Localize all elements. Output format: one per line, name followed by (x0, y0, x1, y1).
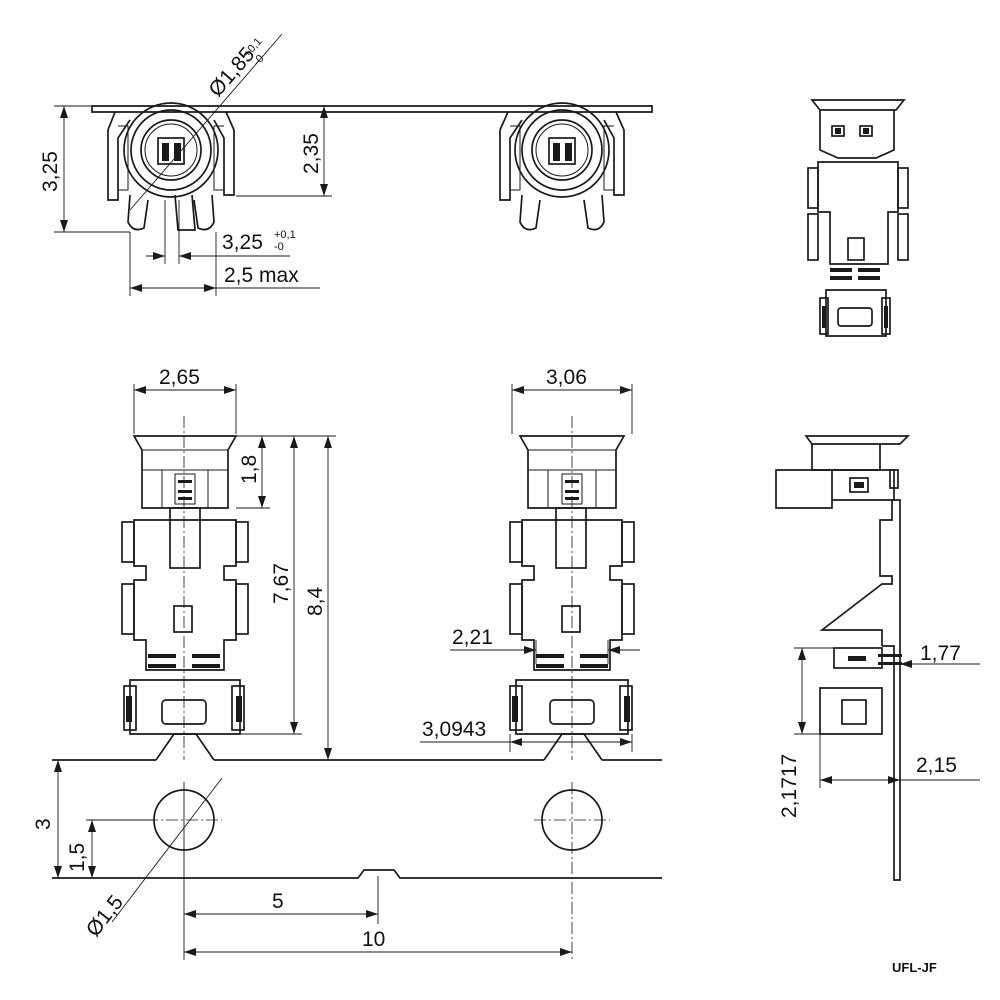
dim-pin-pitch-tol-plus: +0,1 (274, 229, 296, 241)
carrier-tape (52, 759, 662, 960)
front-view-left (121, 416, 249, 761)
dim-height-235: 2,35 (300, 133, 323, 174)
front-view-right (509, 416, 635, 761)
side-dimensions: 1,77 2,15 2,1717 (778, 642, 980, 818)
dim-side-215: 2,15 (916, 754, 957, 777)
dim-h-84: 8,4 (304, 586, 327, 616)
dim-h-767: 7,67 (270, 563, 293, 604)
right-side-view (775, 435, 911, 881)
dim-pitch-5: 5 (272, 890, 284, 913)
dim-side-21717: 2,1717 (778, 754, 801, 818)
dim-side-177: 1,77 (920, 642, 961, 665)
right-top-view (807, 99, 909, 337)
top-view-connector-right (499, 102, 625, 231)
dim-height-325: 3,25 (39, 151, 62, 192)
dim-width-max: 2,5 max (224, 264, 299, 287)
dim-width-306: 3,06 (546, 366, 587, 389)
dim-pin-pitch-tol-minus: -0 (274, 241, 284, 253)
dim-top-dia: Ø1,85 +0,1 -0 (204, 36, 266, 102)
dim-tape-3: 3 (32, 818, 55, 830)
front-dimensions: 2,65 3,06 1,8 7,67 8,4 2,21 (133, 366, 640, 761)
dim-width-265: 2,65 (159, 366, 200, 389)
dim-w-221: 2,21 (452, 626, 493, 649)
tape-dimensions: 3 1,5 Ø1,5 5 10 (32, 760, 572, 956)
dim-tape-15: 1,5 (66, 843, 89, 872)
dim-pin-pitch: 3,25 (222, 231, 263, 254)
top-view: Ø1,85 +0,1 -0 3,25 2,35 3,25 +0,1 -0 2, (39, 33, 653, 296)
dim-h-18: 1,8 (238, 455, 261, 484)
part-label: UFL-JF (892, 960, 937, 975)
top-view-connector-left (107, 102, 235, 231)
dim-pitch-10: 10 (362, 928, 385, 951)
dim-hole-dia: Ø1,5 (82, 891, 128, 941)
dim-w-30943: 3,0943 (422, 718, 486, 741)
